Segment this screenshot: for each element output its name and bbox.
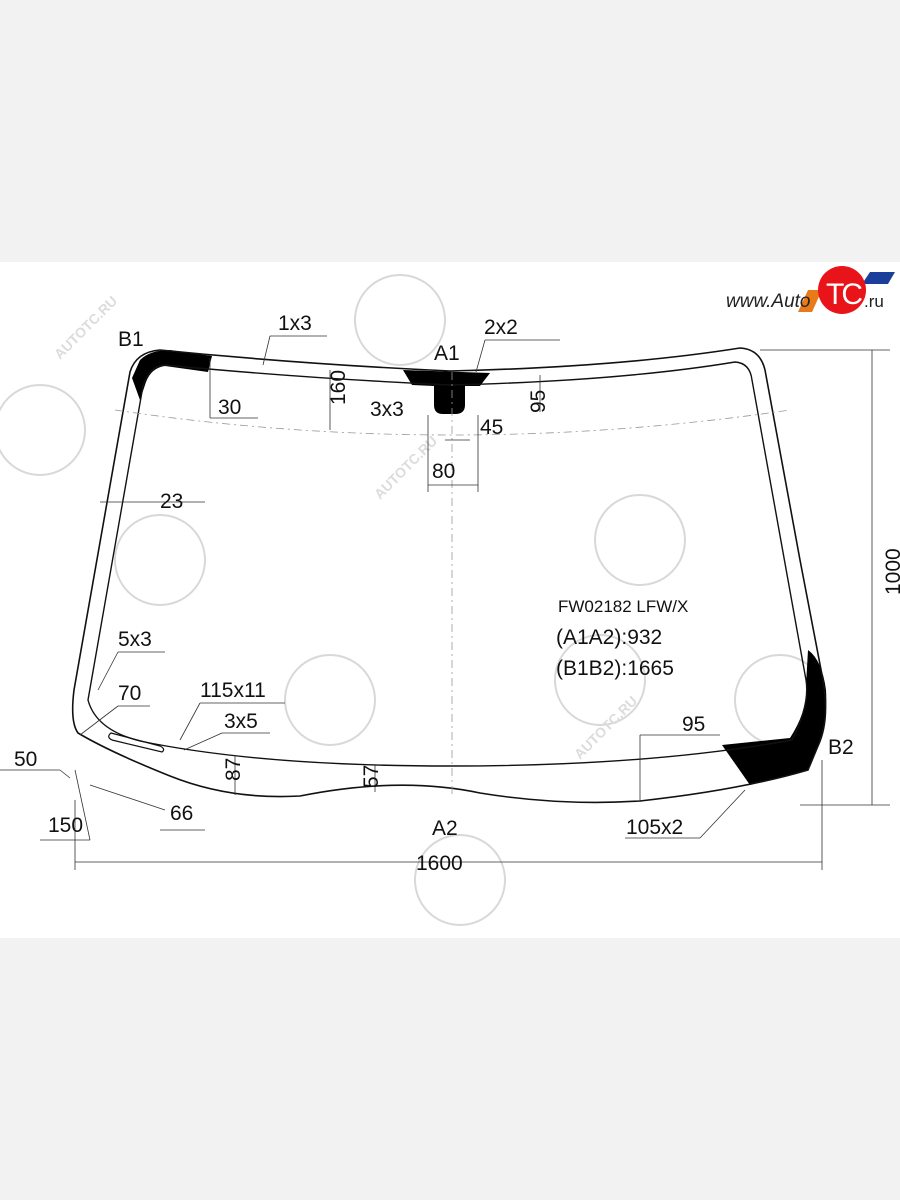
dim-30: 30: [218, 396, 241, 419]
dim-87: 87: [222, 758, 245, 781]
frit-b1-corner: [132, 350, 212, 400]
logo-suffix: .ru: [864, 292, 884, 311]
part-b1b2: (B1B2):1665: [556, 657, 674, 680]
dim-95-bottom: 95: [682, 713, 705, 736]
watermark-text: AUTOTC.RU: [571, 693, 640, 762]
watermark-text: AUTOTC.RU: [371, 433, 440, 502]
dim-23: 23: [160, 490, 183, 513]
dim-57: 57: [360, 765, 383, 788]
dim-5x3: 5x3: [118, 628, 152, 651]
dim-50: 50: [14, 748, 37, 771]
dim-105x2: 105x2: [626, 816, 683, 839]
dim-1000: 1000: [882, 548, 900, 595]
dim-160: 160: [327, 370, 350, 405]
dim-66: 66: [170, 802, 193, 825]
glass-outer-edge: [71, 347, 827, 804]
labels: B1 A1 A2 B2 1x3 2x2 30 160 3x3 95 45 80 …: [14, 312, 900, 875]
vision-area-line: [114, 409, 791, 436]
frit-b2-corner: [722, 650, 827, 785]
dimension-lines: [0, 335, 890, 870]
windshield-drawing: AUTOTC.RU AUTOTC.RU AUTOTC.RU B1 A1 A2 B…: [0, 262, 900, 938]
dim-3x5: 3x5: [224, 710, 258, 733]
point-b2: B2: [828, 736, 854, 759]
point-a2: A2: [432, 817, 458, 840]
logo-orange-stripe: [798, 290, 822, 312]
slot-115x11: [108, 732, 165, 753]
logo-mark: TC: [826, 278, 862, 311]
watermark-text: AUTOTC.RU: [51, 293, 120, 362]
part-code: FW02182 LFW/X: [558, 597, 688, 616]
frit-a1-sensor: [403, 370, 490, 414]
glass-inner-edge: [87, 361, 808, 767]
point-b1: B1: [118, 328, 144, 351]
part-a1a2: (A1A2):932: [556, 626, 662, 649]
dim-1x3: 1x3: [278, 312, 312, 335]
autotc-logo: www.Auto TC .ru: [726, 266, 895, 314]
dim-80: 80: [432, 460, 455, 483]
dim-45: 45: [480, 416, 503, 439]
point-a1: A1: [434, 342, 460, 365]
dim-3x3: 3x3: [370, 398, 404, 421]
dim-2x2: 2x2: [484, 316, 518, 339]
dim-70: 70: [118, 682, 141, 705]
logo-prefix: www.Auto: [726, 291, 810, 312]
logo-circle: [818, 266, 866, 314]
drawing-svg: AUTOTC.RU AUTOTC.RU AUTOTC.RU B1 A1 A2 B…: [0, 266, 900, 926]
dim-95-top: 95: [527, 390, 550, 413]
dim-150: 150: [48, 814, 83, 837]
dim-115x11: 115x11: [200, 679, 266, 702]
logo-blue-stripe: [862, 272, 895, 284]
dim-1600: 1600: [416, 852, 463, 875]
